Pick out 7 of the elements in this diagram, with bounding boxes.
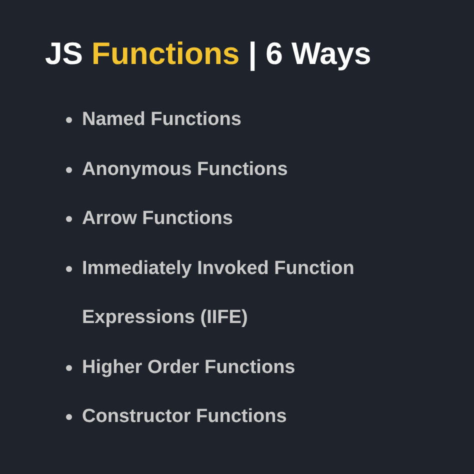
title: JS Functions | 6 Ways	[45, 36, 372, 72]
list-item: Arrow Functions	[82, 208, 233, 229]
list-item: Immediately Invoked Function Expressions (IIFE)	[82, 258, 354, 328]
list-item: Constructor Functions	[82, 406, 287, 427]
list-item: Anonymous Functions	[82, 158, 288, 180]
list-item: Named Functions	[82, 109, 242, 130]
list-item: Higher Order Functions	[82, 356, 296, 378]
